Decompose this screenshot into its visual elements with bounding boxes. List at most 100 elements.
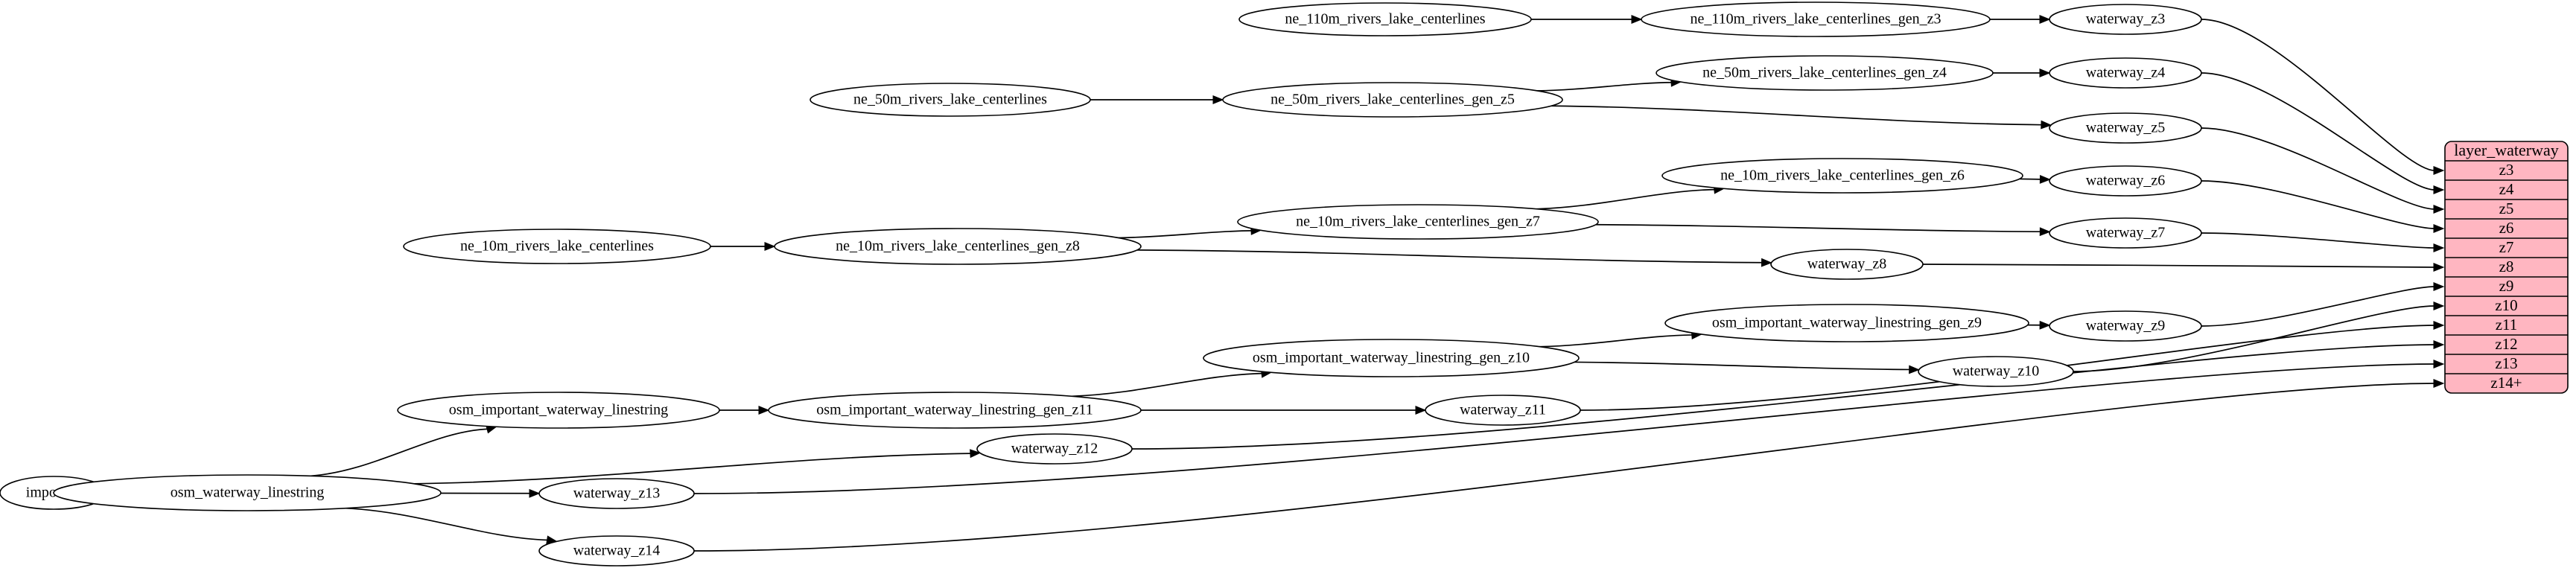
node-shape[interactable] [2049,57,2202,89]
graph-node-osm_imp_way[interactable]: osm_important_waterway_linestring [397,392,720,429]
node-shape[interactable] [1918,356,2074,387]
graph-edge [345,507,548,541]
node-shape[interactable] [1222,82,1563,118]
graph-node-ne10_z8[interactable]: ne_10m_rivers_lake_centerlines_gen_z8 [774,228,1142,265]
graph-node-w_z4[interactable]: waterway_z4 [2049,57,2202,89]
graph-node-w_z10[interactable]: waterway_z10 [1918,356,2074,387]
edge-arrowhead [2433,185,2445,194]
node-shape[interactable] [1237,204,1599,240]
record-node-layer: layer_waterwayz3z4z5z6z7z8z9z10z11z12z13… [2444,141,2569,394]
graph-edge [2201,180,2435,229]
node-shape[interactable] [1641,1,1991,37]
edges-layer [52,15,2445,552]
edge-arrowhead [2433,205,2445,214]
node-shape[interactable] [2049,165,2202,197]
graph-node-w_z14[interactable]: waterway_z14 [538,535,695,567]
graph-edge [2201,286,2435,327]
graph-edge [2201,19,2435,171]
node-shape[interactable] [1203,339,1580,377]
graph-edge [1536,188,1715,210]
edge-arrowhead [2433,321,2445,330]
graph-node-w_z12[interactable]: waterway_z12 [976,433,1133,465]
node-shape[interactable] [1238,2,1532,36]
edge-arrowhead [1909,365,1921,374]
node-shape[interactable] [810,83,1091,117]
edge-arrowhead [2433,379,2445,388]
graph-node-ne10_z7[interactable]: ne_10m_rivers_lake_centerlines_gen_z7 [1237,204,1599,240]
graph-node-w_z9[interactable]: waterway_z9 [2049,310,2202,342]
graph-node-ne110_z3[interactable]: ne_110m_rivers_lake_centerlines_gen_z3 [1641,1,1991,37]
graph-edge [413,453,971,485]
graph-node-w_z13[interactable]: waterway_z13 [538,478,695,509]
node-shape[interactable] [976,433,1133,465]
edge-arrowhead [2433,224,2445,233]
node-shape[interactable] [403,229,711,264]
edge-arrowhead [970,449,982,459]
graph-edge [1574,361,1910,371]
graph-edge [1071,372,1263,398]
edge-arrowhead [2041,120,2052,130]
edge-arrowhead [2433,301,2445,310]
graph-node-osm_imp_z11[interactable]: osm_important_waterway_linestring_gen_z1… [768,392,1142,429]
record-outline [2444,141,2569,394]
graph-node-w_z7[interactable]: waterway_z7 [2049,217,2202,249]
edge-arrowhead [2433,263,2445,272]
graph-node-ne50_z4[interactable]: ne_50m_rivers_lake_centerlines_gen_z4 [1656,55,1994,91]
graph-node-ne50[interactable]: ne_50m_rivers_lake_centerlines [810,83,1091,117]
node-shape[interactable] [1661,158,2023,194]
graph-node-osm_imp_z10[interactable]: osm_important_waterway_linestring_gen_z1… [1203,339,1580,377]
graph-edge [311,428,489,477]
graph-edge [1539,334,1693,348]
edge-arrowhead [758,406,770,415]
node-shape[interactable] [1664,304,2029,342]
node-shape[interactable] [538,535,695,567]
node-shape[interactable] [397,392,720,429]
node-shape[interactable] [2049,310,2202,342]
graph-edge [1537,81,1673,92]
node-shape[interactable] [2049,217,2202,249]
graph-node-ne110[interactable]: ne_110m_rivers_lake_centerlines [1238,2,1532,36]
graph-edge [693,363,2435,494]
graph-node-osm_waterway[interactable]: osm_waterway_linestring [53,474,442,511]
edge-arrowhead [2039,15,2051,24]
node-shape[interactable] [538,478,695,509]
edge-arrowhead [1631,15,1643,24]
graph-edge [1551,105,2042,126]
edge-arrowhead [2433,360,2445,368]
graph-node-osm_imp_z9[interactable]: osm_important_waterway_linestring_gen_z9 [1664,304,2029,342]
edge-arrowhead [2039,227,2051,237]
edge-arrowhead [2039,320,2051,330]
graph-node-ne10_z6[interactable]: ne_10m_rivers_lake_centerlines_gen_z6 [1661,158,2023,194]
edge-arrowhead [1415,406,1427,415]
graph-edge [1922,264,2435,268]
node-shape[interactable] [768,392,1142,429]
node-shape[interactable] [53,474,442,511]
record-node-layer-waterway[interactable]: layer_waterwayz3z4z5z6z7z8z9z10z11z12z13… [2444,141,2569,394]
node-shape[interactable] [774,228,1142,265]
node-shape[interactable] [1770,249,1924,280]
graph-node-ne50_z5[interactable]: ne_50m_rivers_lake_centerlines_gen_z5 [1222,82,1563,118]
graph-node-ne10[interactable]: ne_10m_rivers_lake_centerlines [403,229,711,264]
graph-node-w_z11[interactable]: waterway_z11 [1425,395,1581,426]
graph-edge [1118,230,1253,239]
graph-edge [1595,223,2041,233]
edge-arrowhead [2433,243,2445,252]
graph-node-w_z6[interactable]: waterway_z6 [2049,165,2202,197]
node-shape[interactable] [2049,112,2202,144]
graph-edge [2201,72,2435,191]
edge-arrowhead [1212,95,1224,104]
node-shape[interactable] [1656,55,1994,91]
edge-arrowhead [2433,340,2445,349]
edge-arrowhead [2433,166,2445,175]
graph-node-w_z5[interactable]: waterway_z5 [2049,112,2202,144]
nodes-layer: imposm3osm_waterway_linestringosm_import… [0,1,2202,567]
graph-node-w_z3[interactable]: waterway_z3 [2049,4,2202,35]
graph-edge [1131,344,2435,450]
graph-edge [2201,127,2435,210]
node-shape[interactable] [2049,4,2202,35]
edge-arrowhead [2433,282,2445,291]
node-shape[interactable] [1425,395,1581,426]
graph-node-w_z8[interactable]: waterway_z8 [1770,249,1924,280]
